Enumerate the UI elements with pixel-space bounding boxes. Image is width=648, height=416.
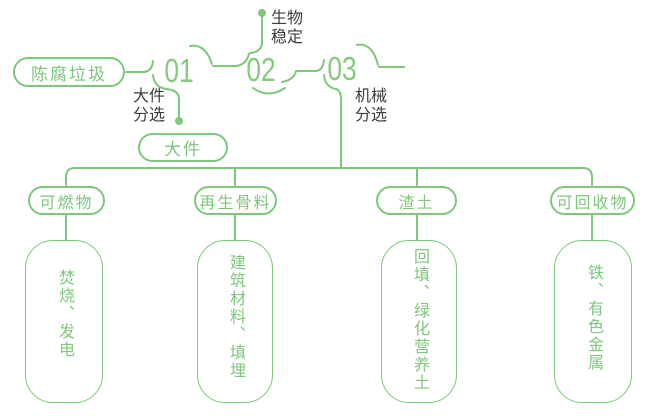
large-item-pill: 大件 [138,133,228,162]
source-pill-label: 陈腐垃圾 [31,64,107,84]
result-box-backfill: 回填、绿化营养土 [381,240,457,403]
arc-over-01 [189,44,213,65]
category-pill-combustibles: 可燃物 [28,186,105,215]
line-biostable-drop [249,14,263,54]
arc-under-02 [252,87,286,95]
distribution-line [65,167,593,186]
large-item-pill-label: 大件 [164,140,202,159]
result-text: 铁、有色金属 [585,264,602,372]
category-label: 可燃物 [39,194,94,212]
line-02-to-03 [281,59,325,83]
result-text: 建筑材料、填埋 [227,254,244,380]
line-01-to-02 [212,53,250,67]
dot-large-item [175,117,183,125]
category-pill-slag-soil: 渣土 [376,186,457,215]
result-box-incineration: 焚烧、发电 [25,240,103,403]
category-label: 可回收物 [556,194,629,212]
line-source-to-01 [125,60,154,73]
result-text: 焚烧、发电 [56,269,73,359]
line-01-branch-down [152,74,180,118]
step-number-02: 02 [246,51,276,88]
result-box-metals: 铁、有色金属 [554,240,632,403]
label-large-item-sorting: 大件 分选 [133,88,166,124]
category-pill-recycled-aggregate: 再生骨料 [194,186,277,215]
arc-over-03 [356,43,379,66]
category-label: 渣土 [398,194,435,212]
category-label: 再生骨料 [199,194,272,212]
step-number-03: 03 [327,50,357,87]
result-text: 回填、绿化营养土 [411,248,428,392]
label-bio-stabilization: 生物 稳定 [271,10,304,46]
result-box-building-materials: 建筑材料、填埋 [197,240,273,403]
label-mechanical-sorting: 机械 分选 [355,88,388,124]
line-03-branch-down [323,74,342,169]
dot-biostable [258,9,266,17]
step-number-01: 01 [164,52,194,89]
category-pill-recyclables: 可回收物 [550,186,635,215]
source-pill: 陈腐垃圾 [13,57,125,87]
